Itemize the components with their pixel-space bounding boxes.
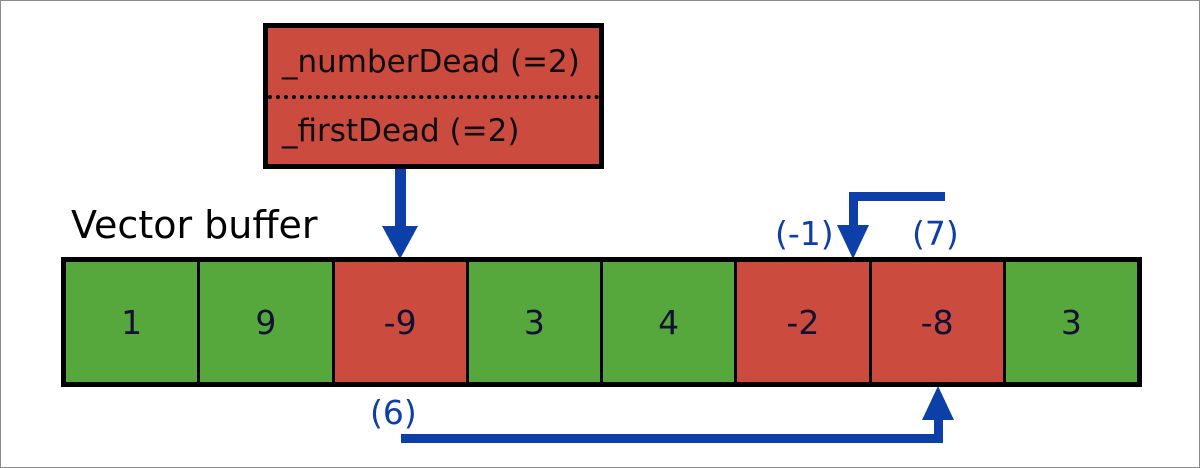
array-cell[interactable]: 4 (603, 262, 738, 382)
vector-buffer-label: Vector buffer (71, 203, 318, 247)
free-list-arrow-shaft (934, 413, 943, 443)
array-cell[interactable]: -2 (737, 262, 872, 382)
first-dead-arrow-head-icon (382, 226, 418, 259)
vector-buffer-array: 1 9 -9 3 4 -2 -8 3 (61, 257, 1142, 387)
array-cell-value: 4 (658, 302, 680, 342)
array-cell-value: -9 (383, 302, 417, 342)
annotation-slot-seven: (7) (912, 214, 959, 253)
array-cell[interactable]: 9 (200, 262, 335, 382)
array-cell-value: -8 (920, 302, 954, 342)
array-cell[interactable]: 1 (66, 262, 201, 382)
free-list-arrow-head-icon (922, 386, 954, 420)
state-first-dead-row: _firstDead (=2) (268, 97, 599, 165)
array-cell[interactable]: 3 (1005, 262, 1137, 382)
free-list-arrow-horizontal (401, 434, 943, 443)
array-cell[interactable]: 3 (468, 262, 603, 382)
state-number-dead-row: _numberDead (=2) (268, 28, 599, 96)
state-box: _numberDead (=2) _firstDead (=2) (263, 23, 604, 169)
state-first-dead-label: _firstDead (=2) (282, 113, 520, 149)
annotation-next-free-end: (-1) (775, 214, 834, 253)
array-cell-value: 9 (255, 302, 277, 342)
next-link-arrow-head-icon (837, 225, 869, 259)
next-link-arrow-horizontal (849, 192, 945, 201)
array-cell[interactable]: -8 (871, 262, 1006, 382)
state-number-dead-label: _numberDead (=2) (282, 44, 580, 80)
state-box-divider (268, 95, 599, 99)
first-dead-arrow-shaft (395, 169, 406, 239)
array-cell-value: -2 (786, 302, 820, 342)
annotation-slot-six: (6) (370, 393, 417, 432)
array-cell-value: 3 (523, 302, 545, 342)
array-cell-value: 3 (1060, 302, 1082, 342)
array-cell-value: 1 (121, 302, 143, 342)
next-link-arrow-shaft (849, 192, 858, 237)
array-cell[interactable]: -9 (334, 262, 469, 382)
